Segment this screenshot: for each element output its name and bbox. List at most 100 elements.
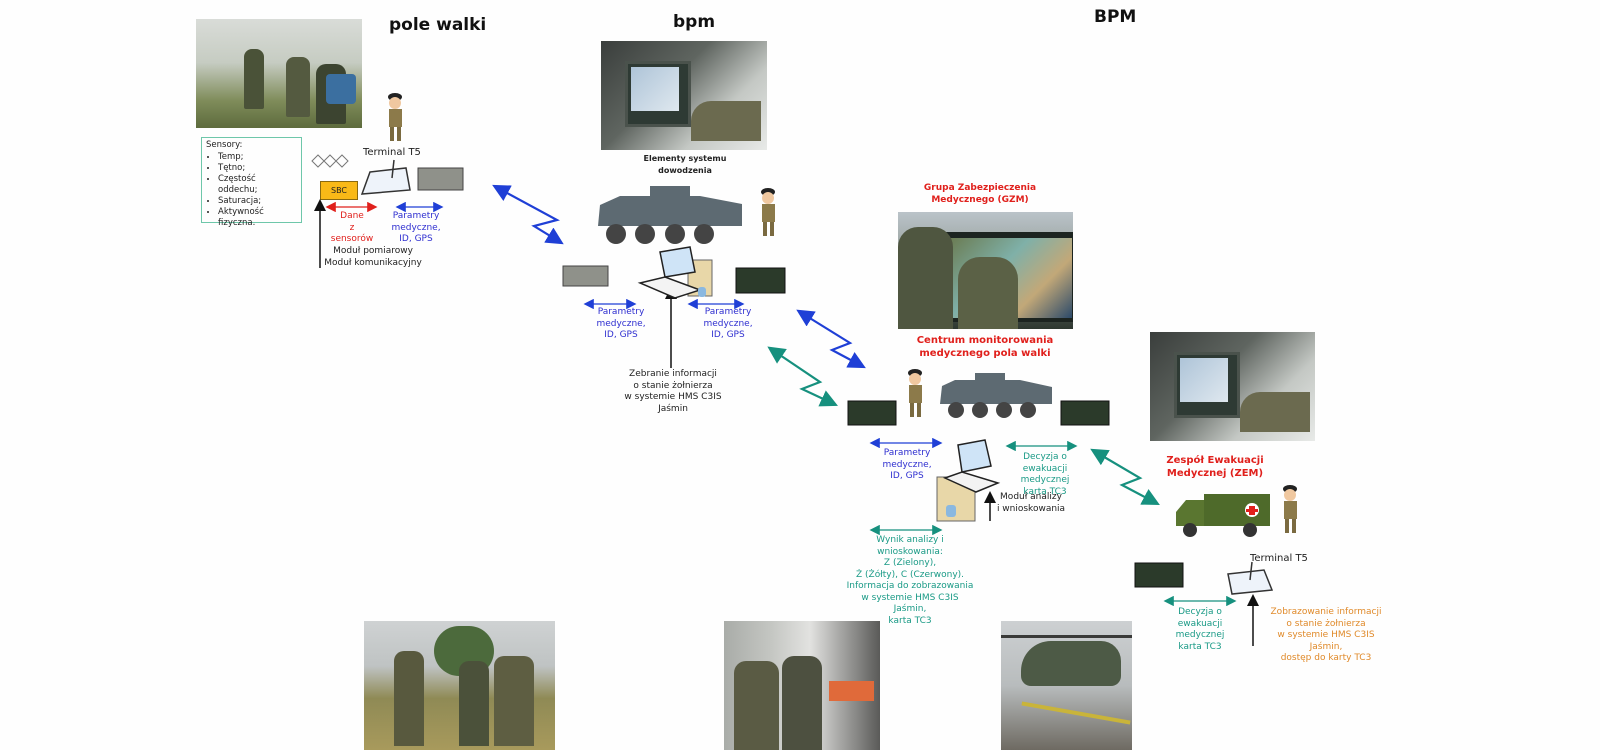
photo-monitoring-center [898, 212, 1073, 329]
label-line: Parametry [392, 211, 440, 221]
label-line: Zespół Ewakuacji [1166, 455, 1264, 466]
label-line: medyczne, [596, 318, 646, 329]
label-line: medycznego pola walki [919, 348, 1051, 359]
sensors-box: Sensory: Temp; Tętno; Częstość oddechu; … [201, 137, 302, 228]
gzm-group-title: Grupa Zabezpieczenia Medycznego (GZM) [915, 183, 1045, 206]
laptop-server-icon [637, 246, 713, 299]
monitoring-center-title: Centrum monitorowania medycznego pola wa… [900, 334, 1070, 360]
label-line: Parametry [883, 448, 931, 458]
gzm-decision-label: Decyzja o ewakuacji medycznej karta TC3 [1000, 452, 1090, 498]
label-line: Moduł komunikacyjny [324, 257, 422, 268]
label-line: i wnioskowania [996, 503, 1066, 514]
label-line: w systemie HMS C3IS Jaśmin [624, 392, 722, 414]
display-panel-icon [847, 400, 897, 426]
label-line: o stanie żołnierza [1286, 618, 1366, 629]
terminal-t5-icon [360, 159, 411, 195]
label-line: Elementy systemu [643, 154, 727, 163]
section-title-BPM: BPM [1094, 7, 1137, 27]
armored-vehicle-icon [940, 373, 1052, 418]
bpm-params-left-label: Parametry medyczne, ID, GPS [588, 307, 654, 342]
label-line: o stanie żołnierza [633, 380, 713, 391]
label-line: Parametry [597, 307, 645, 317]
label-line: Dane [340, 211, 364, 221]
gzm-params-label: Parametry medyczne, ID, GPS [874, 448, 940, 483]
sensor-item: Częstość oddechu; [218, 174, 297, 196]
display-panel-icon [1060, 400, 1110, 426]
label-line: Decyzja o ewakuacji [1022, 452, 1068, 474]
label-line: Moduł analizy [1000, 492, 1062, 502]
terminal-t5-zem-icon [1227, 561, 1274, 595]
label-line: dowodzenia [658, 165, 712, 175]
zem-decision-label: Decyzja o ewakuacji medycznej karta TC3 [1155, 607, 1245, 653]
label-line: ID, GPS [399, 234, 433, 244]
display-panel-icon [1134, 562, 1184, 588]
section-title-bpm: bpm [673, 12, 716, 32]
photo-casualty-carry [364, 621, 555, 750]
analysis-result-label: Wynik analizy i wnioskowania: Z (Zielony… [845, 535, 975, 627]
label-line: dostęp do karty TC3 [1280, 653, 1372, 663]
analysis-module-label: Moduł analizy i wnioskowania [996, 492, 1066, 515]
label-line: karta TC3 [1023, 486, 1067, 497]
label-line: w systemie HMS C3IS Jaśmin, [861, 592, 959, 615]
radio-link-gzm-zem [1090, 448, 1160, 506]
label-line: Ż (Żółty), C (Czerwony). [855, 569, 965, 580]
label-line: medycznej [1020, 475, 1070, 485]
label-line: karta TC3 [888, 615, 932, 626]
terminal-t5-label: Terminal T5 [363, 147, 421, 158]
radio-unit-icon [417, 167, 464, 191]
display-panel-icon [735, 267, 786, 294]
armored-vehicle-icon [598, 186, 742, 244]
label-line: Informacja do zobrazowania [846, 581, 974, 591]
label-line: karta TC3 [1178, 641, 1222, 652]
soldier-figure-icon [908, 369, 922, 417]
soldier-figure-icon [388, 93, 402, 141]
sensor-item: Saturacja; [218, 196, 297, 207]
label-line: Parametry [704, 307, 752, 317]
bpm-params-right-label: Parametry medyczne, ID, GPS [695, 307, 761, 342]
label-line: Moduł pomiarowy [333, 246, 413, 256]
label-line: w systemie HMS C3IS Jaśmin, [1277, 630, 1375, 652]
label-line: Zobrazowanie informacji [1270, 607, 1382, 617]
radio-link-bpm-gzm-teal [767, 346, 838, 407]
zem-terminal-label: Terminal T5 [1250, 553, 1308, 564]
label-line: medyczne, [391, 222, 441, 233]
module-label: Moduł pomiarowy Moduł komunikacyjny [318, 246, 428, 269]
soldier-figure-icon [761, 188, 775, 236]
soldier-figure-icon [1283, 485, 1297, 533]
label-line: Wynik analizy i wnioskowania: [876, 535, 944, 557]
label-line: Zebranie informacji [629, 369, 717, 379]
sensor-item: Temp; [218, 152, 297, 163]
label-line: medyczne, [703, 318, 753, 329]
sensor-item: Aktywność fizyczna. [218, 207, 297, 229]
label-line: medycznej [1175, 630, 1225, 640]
sensor-data-label: Dane z sensorów [328, 211, 376, 246]
radio-unit-icon [562, 265, 609, 287]
label-line: Centrum monitorowania [916, 335, 1054, 346]
photo-medevac-helicopter [1001, 621, 1132, 750]
section-title-battlefield: pole walki [389, 15, 487, 35]
label-line: Grupa Zabezpieczenia [923, 183, 1037, 193]
ambulance-icon [1176, 494, 1270, 537]
photo-ambulance-loading [724, 621, 880, 750]
label-line: medyczne, [882, 459, 932, 470]
photo-command-console [601, 41, 767, 150]
label-line: z sensorów [330, 222, 374, 245]
sensors-heading: Sensory: [206, 140, 243, 150]
zem-title: Zespół Ewakuacji Medycznej (ZEM) [1160, 454, 1270, 480]
label-line: ID, GPS [890, 471, 924, 481]
radio-link-battlefield-bpm [492, 184, 564, 245]
sbc-module: SBC [320, 181, 358, 200]
label-line: Z (Zielony), [883, 558, 937, 568]
label-line: Medycznego (GZM) [931, 194, 1029, 205]
collect-info-label: Zebranie informacji o stanie żołnierza w… [611, 369, 735, 415]
command-elements-caption: Elementy systemu dowodzenia [620, 153, 750, 176]
label-line: Decyzja o ewakuacji [1177, 607, 1223, 629]
zem-display-label: Zobrazowanie informacji o stanie żołnier… [1262, 607, 1390, 665]
sensor-item: Tętno; [218, 163, 297, 174]
label-line: ID, GPS [604, 330, 638, 340]
sensors-list: Temp; Tętno; Częstość oddechu; Saturacja… [206, 152, 297, 229]
photo-soldiers-advancing [196, 19, 362, 128]
laptop-server-icon [936, 439, 1001, 522]
med-params-label-battlefield: Parametry medyczne, ID, GPS [388, 211, 444, 246]
